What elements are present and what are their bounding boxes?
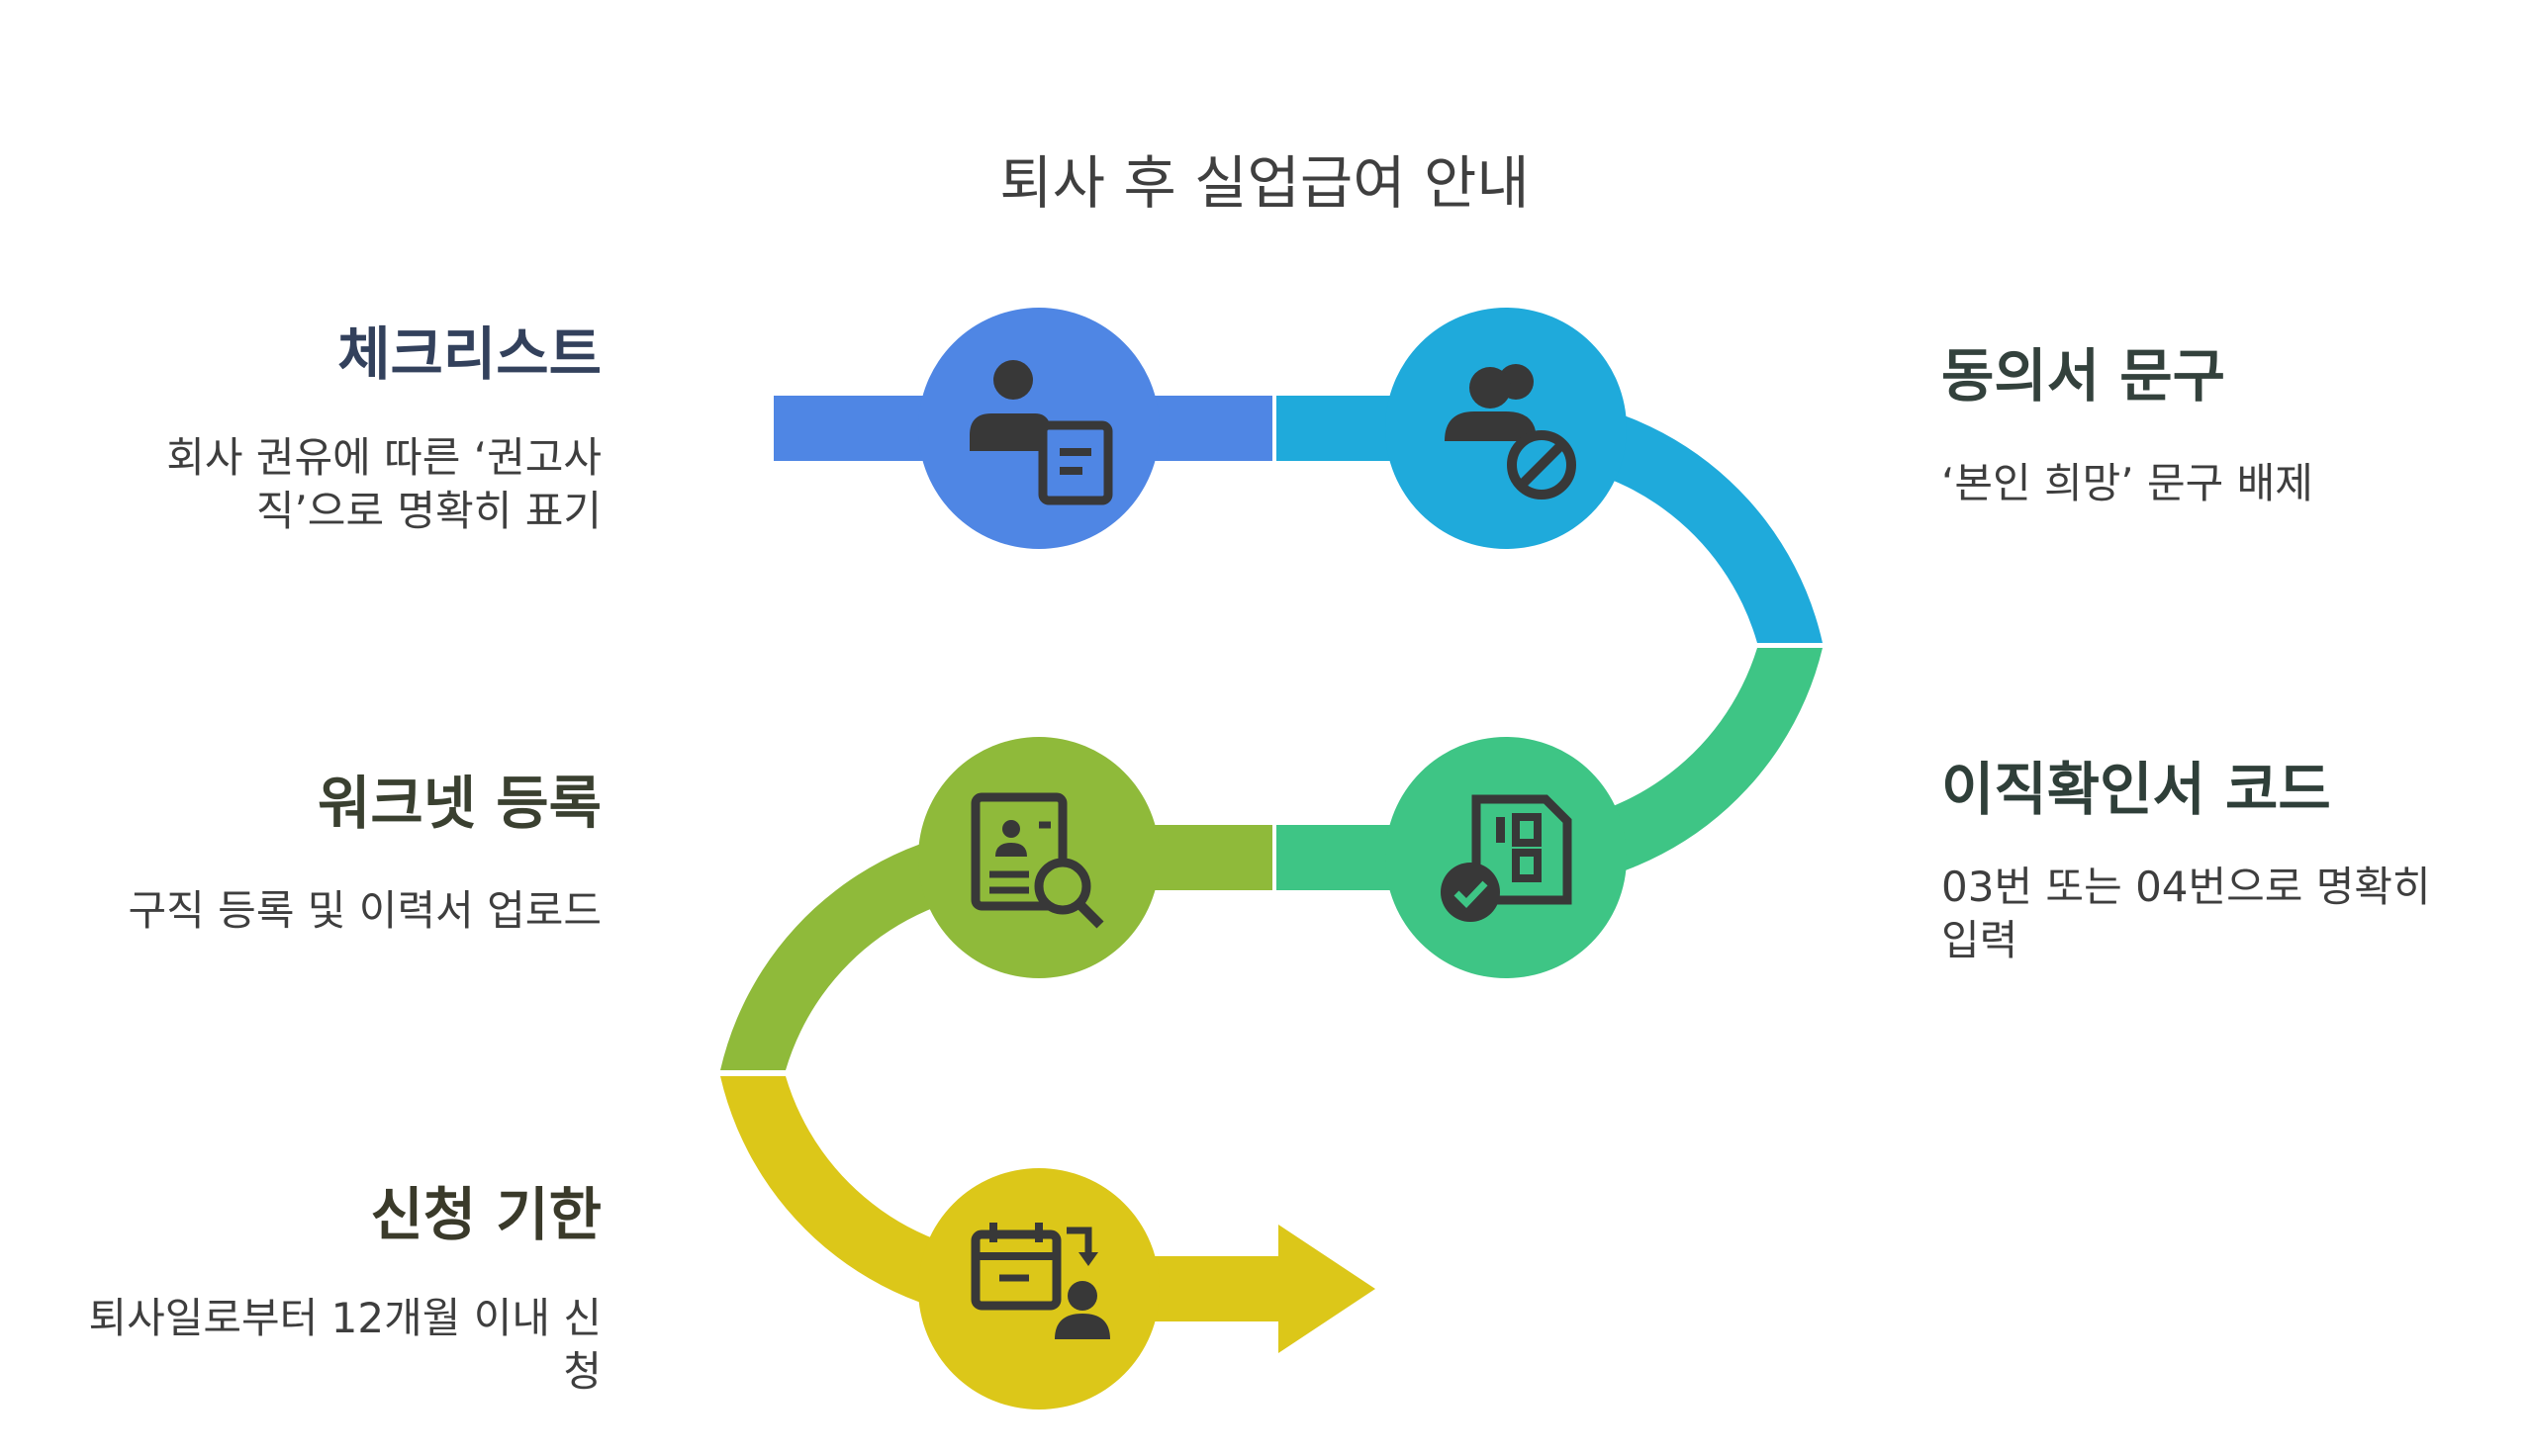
- step-3-description: 03번 또는 04번으로 명확히 입력: [1941, 863, 2431, 964]
- path-arrow-head: [1278, 1225, 1375, 1353]
- step-5-description: 퇴사일로부터 12개월 이내 신청: [88, 1294, 602, 1396]
- step-1-description: 회사 권유에 따른 ‘권고사직’으로 명확히 표기: [166, 433, 602, 535]
- step-2-title: 동의서 문구: [1941, 342, 2225, 410]
- sim-card-check-icon: [1441, 794, 1572, 922]
- step-1-title: 체크리스트: [337, 320, 602, 388]
- step-2-description: ‘본인 희망’ 문구 배제: [1941, 459, 2313, 507]
- users-block-icon: [1445, 364, 1576, 500]
- step-4-description: 구직 등록 및 이력서 업로드: [128, 886, 602, 935]
- resume-search-icon: [971, 792, 1104, 929]
- user-document-icon: [970, 360, 1113, 505]
- step-3-title: 이직확인서 코드: [1941, 756, 2331, 823]
- step-4-title: 워크넷 등록: [318, 770, 602, 837]
- page-title: 퇴사 후 실업급여 안내: [999, 149, 1530, 217]
- calendar-user-icon: [971, 1223, 1110, 1339]
- step-5-title: 신청 기한: [370, 1181, 602, 1248]
